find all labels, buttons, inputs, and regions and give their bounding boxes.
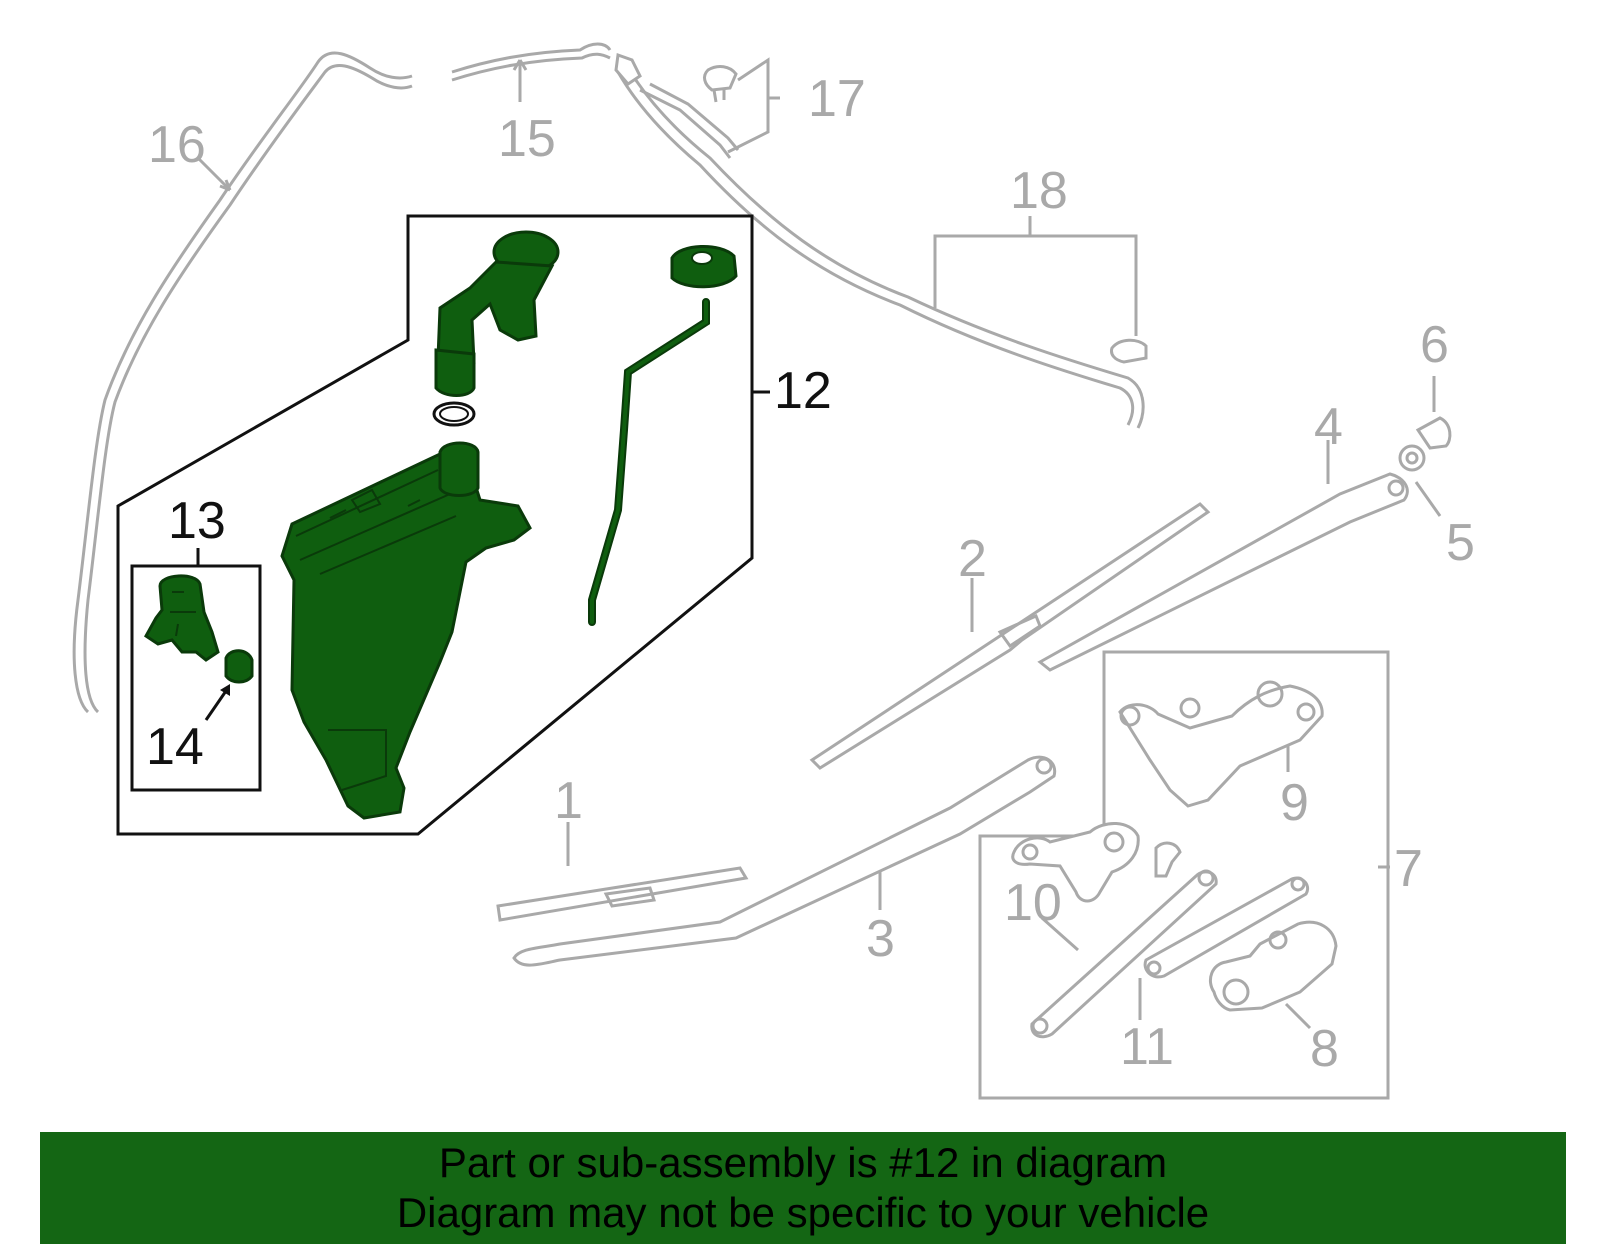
wiper-blade-1[interactable] (496, 866, 749, 922)
cap[interactable] (670, 244, 738, 289)
pivot-crank[interactable] (1011, 822, 1140, 903)
link-rod-11[interactable] (1143, 876, 1309, 979)
dipstick[interactable] (588, 298, 710, 626)
pump-frame-13[interactable] (130, 564, 262, 792)
wiper-arm-3[interactable] (512, 755, 1057, 967)
callout-2: 2 (958, 530, 987, 588)
linkage-bracket-9[interactable] (1118, 680, 1324, 808)
wiper-blade-2[interactable] (809, 502, 1211, 770)
wiper-arm-4[interactable] (1037, 472, 1409, 672)
callout-10: 10 (1004, 874, 1062, 932)
leader-arrow-14 (220, 684, 230, 696)
banner-line-2: Diagram may not be specific to your vehi… (396, 1189, 1210, 1236)
callout-7: 7 (1394, 840, 1423, 898)
callout-8: 8 (1310, 1020, 1339, 1078)
washer-hose-18[interactable] (616, 67, 1145, 429)
link-rod-10[interactable] (1030, 869, 1218, 1039)
filler-neck[interactable] (434, 230, 560, 397)
bolt[interactable] (1154, 841, 1182, 878)
callout-12: 12 (774, 362, 832, 420)
callout-9: 9 (1280, 774, 1309, 832)
banner-line-1: Part or sub-assembly is #12 in diagram (438, 1139, 1168, 1186)
callout-17: 17 (808, 70, 866, 128)
leader-lines (196, 57, 1442, 1030)
info-banner: Part or sub-assembly is #12 in diagram D… (40, 1132, 1566, 1244)
callout-16: 16 (148, 116, 206, 174)
callout-18: 18 (1010, 162, 1068, 220)
nut-5[interactable] (1398, 444, 1426, 472)
reservoir-assembly-frame-12[interactable] (116, 214, 754, 836)
washer-hose-15[interactable] (451, 42, 612, 82)
callout-15: 15 (498, 110, 556, 168)
wiper-motor-8[interactable] (1209, 920, 1338, 1012)
callout-6: 6 (1420, 316, 1449, 374)
callout-1: 1 (554, 772, 583, 830)
washer-pump-13[interactable] (144, 574, 220, 662)
cap-6[interactable] (1415, 416, 1452, 450)
callout-14: 14 (146, 718, 204, 776)
washer-nozzle-17[interactable] (703, 65, 738, 103)
washer-hose-16[interactable] (72, 51, 413, 714)
callout-4: 4 (1314, 398, 1343, 456)
washer-nozzle-18[interactable] (1110, 338, 1148, 364)
callout-5: 5 (1446, 514, 1475, 572)
grommet-14[interactable] (224, 649, 254, 684)
callout-13: 13 (168, 492, 226, 550)
reservoir-tank[interactable] (280, 441, 532, 820)
check-valve[interactable] (614, 52, 740, 159)
leader-line-14 (204, 687, 230, 721)
callout-3: 3 (866, 910, 895, 968)
callout-11: 11 (1120, 1018, 1174, 1076)
o-ring[interactable] (432, 401, 476, 427)
